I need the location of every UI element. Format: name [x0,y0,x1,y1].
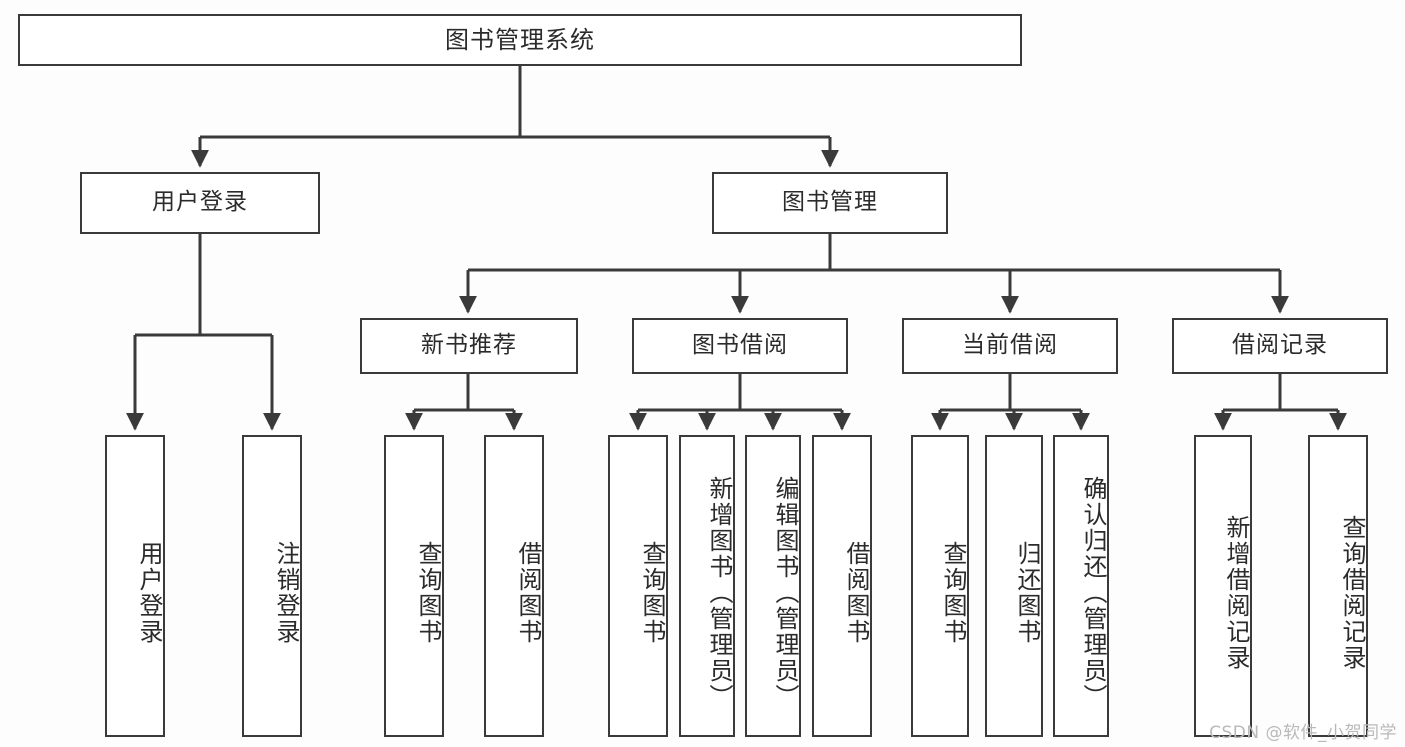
node-user-login[interactable]: 用户登录 [80,172,320,234]
leaf-borrow-book-newbook-label: 借阅图书 [514,541,542,645]
leaf-query-book-current-label: 查询图书 [939,541,967,645]
leaf-edit-book-admin-label: 编辑图书（管理员） [771,476,799,710]
node-borrow-record-label: 借阅记录 [1232,332,1328,359]
leaf-user-login[interactable]: 用户登录 [105,435,165,737]
leaf-add-book-admin[interactable]: 新增图书（管理员） [679,435,735,737]
node-book-management-label: 图书管理 [782,189,878,216]
leaf-logout-label: 注销登录 [272,541,300,645]
node-book-borrow[interactable]: 图书借阅 [632,318,848,374]
node-root-label: 图书管理系统 [445,25,595,54]
leaf-query-borrow-record[interactable]: 查询借阅记录 [1308,435,1368,737]
node-borrow-record[interactable]: 借阅记录 [1172,318,1388,374]
leaf-return-book-label: 归还图书 [1013,541,1041,645]
leaf-query-book-newbook[interactable]: 查询图书 [384,435,444,737]
leaf-add-book-admin-label: 新增图书（管理员） [705,476,733,710]
node-book-borrow-label: 图书借阅 [692,332,788,359]
leaf-query-book-borrow[interactable]: 查询图书 [608,435,668,737]
leaf-query-book-borrow-label: 查询图书 [638,541,666,645]
watermark: CSDN @软件_小贺同学 [1209,723,1397,743]
node-new-book-recommend-label: 新书推荐 [421,332,517,359]
node-new-book-recommend[interactable]: 新书推荐 [360,318,578,374]
leaf-query-book-newbook-label: 查询图书 [414,541,442,645]
leaf-confirm-return-admin[interactable]: 确认归还（管理员） [1053,435,1109,737]
leaf-add-borrow-record[interactable]: 新增借阅记录 [1194,435,1252,737]
leaf-return-book[interactable]: 归还图书 [985,435,1043,737]
leaf-user-login-label: 用户登录 [135,541,163,645]
leaf-edit-book-admin[interactable]: 编辑图书（管理员） [745,435,801,737]
node-current-borrow-label: 当前借阅 [962,332,1058,359]
leaf-confirm-return-admin-label: 确认归还（管理员） [1079,476,1107,710]
leaf-borrow-book-newbook[interactable]: 借阅图书 [484,435,544,737]
leaf-query-book-current[interactable]: 查询图书 [911,435,969,737]
node-user-login-label: 用户登录 [152,189,248,216]
leaf-add-borrow-record-label: 新增借阅记录 [1222,515,1250,671]
leaf-query-borrow-record-label: 查询借阅记录 [1338,515,1366,671]
node-root[interactable]: 图书管理系统 [18,14,1022,66]
node-current-borrow[interactable]: 当前借阅 [902,318,1118,374]
leaf-logout[interactable]: 注销登录 [242,435,302,737]
node-book-management[interactable]: 图书管理 [712,172,948,234]
leaf-borrow-book[interactable]: 借阅图书 [812,435,872,737]
leaf-borrow-book-label: 借阅图书 [842,541,870,645]
